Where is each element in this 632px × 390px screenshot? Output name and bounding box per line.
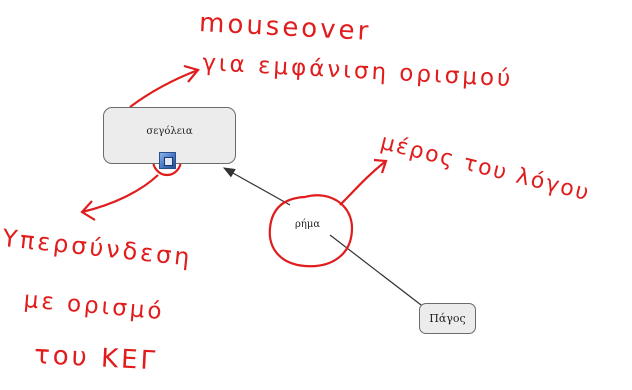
arrow-to-part-of-speech-note: [339, 160, 387, 206]
connector-to-small-concept: [329, 234, 426, 309]
arrowhead-hyperlink: [80, 200, 96, 221]
annotation-of-keg: του ΚΕΓ: [33, 340, 159, 377]
link-document-icon[interactable]: [159, 152, 176, 169]
concept-small-label: Πάγος: [429, 312, 466, 325]
concept-node-small[interactable]: Πάγος: [419, 303, 476, 334]
concept-main-label: σεγόλεια: [146, 126, 193, 137]
relationship-label[interactable]: ρήμα: [295, 219, 321, 230]
arrow-to-hyperlink-note: [81, 174, 159, 214]
connector-to-main-concept: [222, 167, 291, 206]
circle-around-relationship: [268, 194, 354, 268]
arrowhead-part-of-speech: [373, 158, 388, 174]
arrow-to-mouseover-note: [129, 68, 199, 108]
arrowhead-mouseover: [183, 64, 200, 83]
